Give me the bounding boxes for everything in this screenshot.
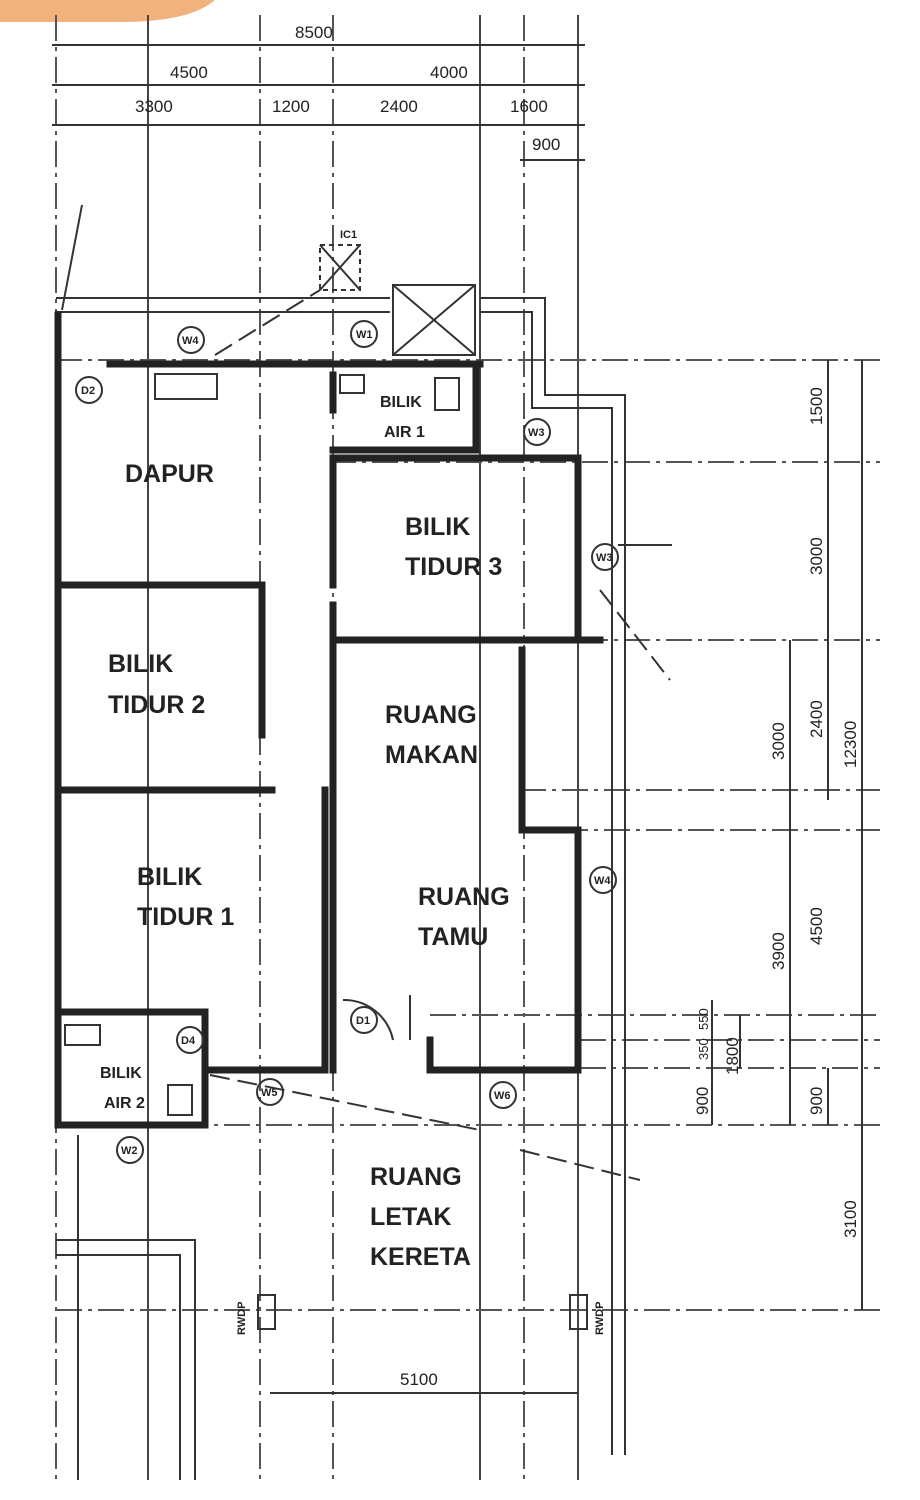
top-dimensions: 8500 4500 4000 3300 1200 2400 1600 900 <box>52 23 585 161</box>
tag-w3-top: W3 <box>528 427 545 439</box>
dim-4500-right: 4500 <box>807 907 826 945</box>
sink-icon <box>154 373 218 400</box>
tag-w3-side: W3 <box>596 552 613 564</box>
room-ruang-letak-kereta-line3: KERETA <box>370 1243 471 1271</box>
dim-8500: 8500 <box>295 23 333 42</box>
tag-d4: D4 <box>181 1035 196 1047</box>
tag-w6: W6 <box>494 1090 511 1102</box>
room-bilik-tidur-1-line1: BILIK <box>137 863 202 891</box>
fixtures <box>64 244 671 1330</box>
tag-rwdp-left: RWDP <box>236 1302 248 1335</box>
room-labels: DAPUR BILIK AIR 1 BILIK TIDUR 3 BILIK TI… <box>100 394 510 1271</box>
dim-5100: 5100 <box>400 1370 438 1389</box>
room-ruang-makan-line1: RUANG <box>385 701 477 729</box>
tag-d1: D1 <box>356 1015 370 1027</box>
tag-w5: W5 <box>261 1087 278 1099</box>
dim-3300: 3300 <box>135 97 173 116</box>
dim-3900: 3900 <box>769 932 788 970</box>
dim-1600: 1600 <box>510 97 548 116</box>
dim-1500: 1500 <box>807 387 826 425</box>
rwdp-left-icon <box>257 1294 276 1330</box>
corner-accent <box>0 0 215 22</box>
room-ruang-letak-kereta-line1: RUANG <box>370 1163 462 1191</box>
toilet-icon <box>434 377 460 411</box>
dim-350: 350 <box>696 1038 711 1060</box>
dim-3100: 3100 <box>841 1200 860 1238</box>
dim-12300: 12300 <box>841 721 860 768</box>
inspection-chamber <box>392 284 476 356</box>
dim-1200: 1200 <box>272 97 310 116</box>
dim-2400-right: 2400 <box>807 700 826 738</box>
room-bilik-air-1-line1: BILIK <box>380 394 422 411</box>
room-bilik-tidur-2-line2: TIDUR 2 <box>108 691 205 719</box>
room-ruang-tamu-line1: RUANG <box>418 883 510 911</box>
dim-4500: 4500 <box>170 63 208 82</box>
tag-w4-side: W4 <box>594 875 611 887</box>
dim-900-a: 900 <box>693 1087 712 1115</box>
room-bilik-tidur-3-line1: BILIK <box>405 513 470 541</box>
dim-900-b: 900 <box>807 1087 826 1115</box>
tags: IC1 W4 W1 D2 W3 W3 W4 D1 D4 W5 W6 W2 RWD… <box>75 229 672 1335</box>
room-ruang-tamu-line2: TAMU <box>418 923 488 951</box>
room-bilik-air-1-line2: AIR 1 <box>384 424 425 441</box>
dim-3000-b: 3000 <box>769 722 788 760</box>
right-dimensions: 1500 3000 3000 2400 12300 3900 4500 550 … <box>693 360 863 1310</box>
dim-3000-a: 3000 <box>807 537 826 575</box>
boundary <box>56 204 626 1480</box>
room-ruang-makan-line2: MAKAN <box>385 741 478 769</box>
room-bilik-air-2-line2: AIR 2 <box>104 1095 145 1112</box>
room-ruang-letak-kereta-line2: LETAK <box>370 1203 451 1231</box>
tag-w2: W2 <box>121 1145 138 1157</box>
room-bilik-air-2-line1: BILIK <box>100 1065 142 1082</box>
toilet-icon-2 <box>64 1024 101 1046</box>
tag-w4-top: W4 <box>182 335 199 347</box>
dim-550: 550 <box>696 1008 711 1030</box>
room-bilik-tidur-2-line1: BILIK <box>108 650 173 678</box>
room-dapur: DAPUR <box>125 460 214 488</box>
tag-d2: D2 <box>81 385 95 397</box>
room-bilik-tidur-1-line2: TIDUR 1 <box>137 903 234 931</box>
dim-900-top: 900 <box>532 135 560 154</box>
tag-w1: W1 <box>356 329 373 341</box>
rwdp-right-icon <box>569 1294 588 1330</box>
dim-1800: 1800 <box>723 1037 742 1075</box>
dim-2400: 2400 <box>380 97 418 116</box>
room-bilik-tidur-3-line2: TIDUR 3 <box>405 553 502 581</box>
tag-rwdp-right: RWDP <box>594 1302 606 1335</box>
dim-4000: 4000 <box>430 63 468 82</box>
tag-ic1: IC1 <box>340 229 357 241</box>
walls <box>54 311 604 1129</box>
